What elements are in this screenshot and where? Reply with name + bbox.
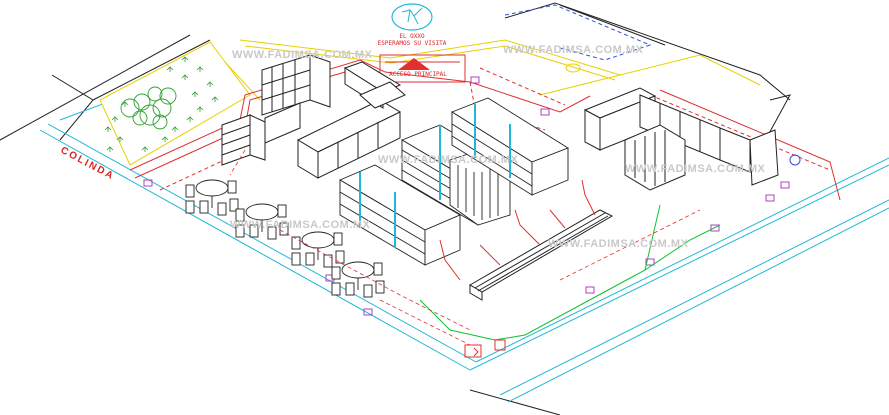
watermarks: WWW.FADIMSA.COM.MX WWW.FADIMSA.COM.MX WW… [230,44,766,250]
sign-line-1: EL OXXO [399,33,425,40]
checkout-counter [419,179,721,341]
chair [229,198,239,212]
chair [235,208,245,222]
chair [199,200,209,214]
table-top [301,231,335,249]
chair [335,250,345,264]
watermark-1: WWW.FADIMSA.COM.MX [232,49,373,61]
chair [333,232,343,246]
chair [291,236,301,250]
shrub-mark [161,136,169,142]
watermark-3: WWW.FADIMSA.COM.MX [378,154,519,166]
column-marker [540,108,550,116]
shrub-mark [106,146,114,152]
shrub-mark [181,74,189,80]
chair [291,252,301,266]
shrub-mark [104,126,112,132]
chair [185,184,195,198]
sign-line-2: ESPERAMOS SU VISITA [378,40,447,47]
column-marker [645,258,655,266]
gondolas [339,97,569,266]
chair [373,262,383,276]
chair [267,226,277,240]
shrub-mark [186,116,194,122]
shrub-mark [166,66,174,72]
shrub-mark [196,106,204,112]
chair [363,284,373,298]
accessibility-icon [789,154,801,166]
column-marker [585,286,595,294]
shrub-mark [111,116,119,122]
sidewalk-lines [39,89,889,403]
shrub-mark [211,96,219,102]
shrub-mark [191,91,199,97]
table-top [195,179,229,197]
chair [185,200,195,214]
shrub-mark [196,66,204,72]
chair [323,254,333,268]
watermark-5: WWW.FADIMSA.COM.MX [230,219,371,231]
shrub-mark [206,81,214,87]
interior-dashes [229,149,701,346]
site-boundary [0,2,791,415]
chair [227,180,237,194]
table-top [341,261,375,279]
chair [249,224,259,238]
chair [345,282,355,296]
entrance-label: ACCESO PRINCIPAL [389,71,447,78]
column-marker [765,194,775,202]
oxxo-sign: EL OXXO ESPERAMOS SU VISITA [378,3,447,47]
column-marker [143,179,153,187]
shrub-mark [141,146,149,152]
street-label: COLINDA [59,145,117,183]
dining-tables [185,179,385,298]
parking-area [504,4,666,73]
chair [331,282,341,296]
chair [235,224,245,238]
chair [217,202,227,216]
shrub-mark [171,126,179,132]
shrub-mark [121,101,129,107]
chair [277,204,287,218]
door-icon [464,339,506,358]
watermark-2: WWW.FADIMSA.COM.MX [503,44,644,56]
shrub-mark [116,136,124,142]
watermark-6: WWW.FADIMSA.COM.MX [548,238,689,250]
column-marker [470,76,480,84]
fixtures-black [221,54,779,191]
table-top [245,203,279,221]
chair [331,266,341,280]
watermark-4: WWW.FADIMSA.COM.MX [625,163,766,175]
chair [305,252,315,266]
chair [279,222,289,236]
entrance-canopy: ACCESO PRINCIPAL [379,54,466,83]
column-marker [363,308,373,316]
shrubs [104,56,219,152]
tree-cluster [120,86,177,130]
column-marker [780,181,790,189]
shrub-mark [181,56,189,62]
chair [375,280,385,294]
column-marker [710,224,720,232]
